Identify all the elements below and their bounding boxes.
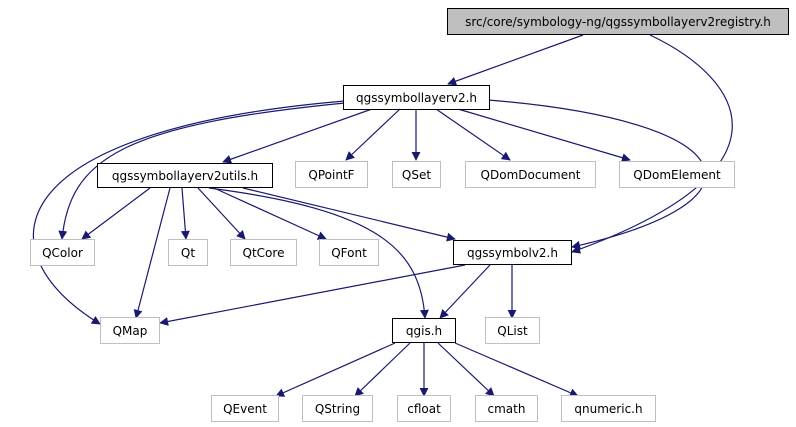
edge-qgis-cmath (437, 342, 495, 397)
edge-symbollayer-qpointf (345, 108, 401, 161)
node-qt[interactable]: Qt (168, 239, 208, 266)
node-qtcore[interactable]: QtCore (230, 239, 297, 266)
edge-utils-qfont (213, 187, 327, 240)
node-qmap[interactable]: QMap (100, 317, 160, 344)
edge-symbollayer-qdomelement (457, 108, 631, 163)
edge-utils-symbolv2 (242, 187, 456, 242)
node-qpointf[interactable]: QPointF (295, 161, 368, 188)
node-cmath[interactable]: cmath (475, 395, 538, 422)
edge-utils-qcolor (81, 187, 151, 240)
edge-symbolv2-qgis (439, 264, 491, 319)
edge-qgis-qnumeric (454, 342, 579, 397)
edge-utils-qmap (133, 187, 171, 319)
edge-symbollayer-qmap (32, 100, 346, 325)
edge-symbollayer-utils (222, 108, 373, 164)
node-qnumeric[interactable]: qnumeric.h (561, 395, 656, 422)
node-root-header[interactable]: src/core/symbology-ng/qgssymbollayerv2re… (447, 8, 789, 35)
node-qfont[interactable]: QFont (319, 239, 379, 266)
node-qlist[interactable]: QList (485, 317, 540, 344)
edge-utils-qt (180, 187, 190, 240)
edge-utils-qgis (208, 187, 429, 319)
edge-qgis-qevent (275, 342, 396, 397)
node-qstring[interactable]: QString (302, 395, 373, 422)
node-cfloat[interactable]: cfloat (397, 395, 451, 422)
node-qgssymbolv2[interactable]: qgssymbolv2.h (453, 240, 572, 265)
node-qdomelement[interactable]: QDomElement (619, 161, 735, 188)
edge-root-symbolv2 (571, 34, 733, 254)
node-qset[interactable]: QSet (392, 161, 441, 188)
node-qgssymbollayerv2[interactable]: qgssymbollayerv2.h (343, 85, 490, 110)
node-qgssymbollayerv2utils[interactable]: qgssymbollayerv2utils.h (97, 163, 273, 188)
node-qdomdocument[interactable]: QDomDocument (465, 161, 596, 188)
edge-utils-qtcore (197, 187, 246, 240)
node-qgis[interactable]: qgis.h (392, 318, 456, 343)
edge-symbollayer-qcolor (58, 102, 346, 240)
dependency-edges (32, 34, 733, 397)
node-qcolor[interactable]: QColor (30, 239, 95, 266)
edge-root-symbollayer (447, 34, 584, 86)
edge-symbollayer-qdomdocument (435, 108, 511, 161)
edge-symbolv2-qmap (159, 264, 466, 326)
edge-qgis-qstring (354, 342, 411, 397)
node-qevent[interactable]: QEvent (211, 395, 279, 422)
